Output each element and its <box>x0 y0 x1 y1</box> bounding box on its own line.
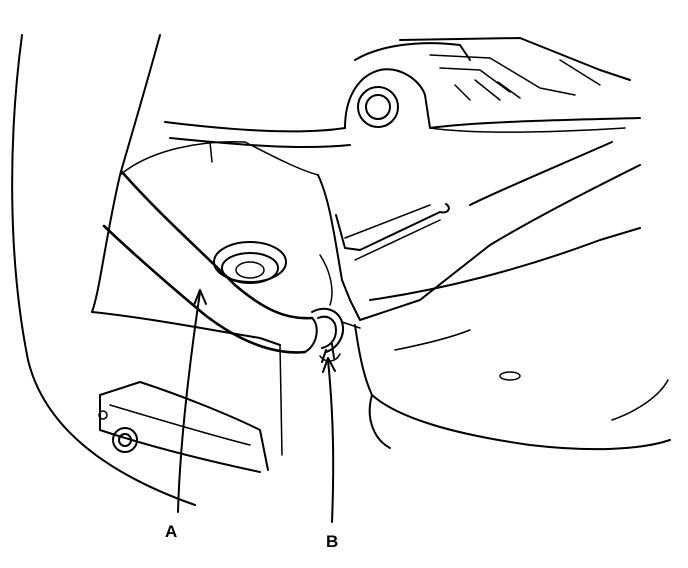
body-panel-outline <box>11 34 246 506</box>
lower-bolt-inner <box>118 433 132 447</box>
lower-bolt-outer <box>112 427 138 453</box>
hose <box>102 170 318 354</box>
upper-mount-hole-outer <box>357 86 399 128</box>
callout-label-b: B <box>326 532 338 551</box>
right-structure-slot <box>499 371 521 381</box>
upper-mount-bracket <box>344 37 641 133</box>
center-bracket <box>317 174 450 306</box>
leader-line-a <box>177 291 201 513</box>
small-bolt <box>98 410 108 420</box>
arrowhead-a <box>193 289 207 306</box>
leader-line-b <box>327 359 335 523</box>
right-structure <box>349 141 671 451</box>
upper-mount-hole-inner <box>365 94 391 120</box>
lower-bracket <box>91 311 283 473</box>
hose-clamp <box>311 307 361 363</box>
callout-label-a: A <box>165 522 177 541</box>
upper-cross-member <box>164 121 351 176</box>
arrowhead-b <box>322 357 336 373</box>
grommet <box>213 241 287 284</box>
